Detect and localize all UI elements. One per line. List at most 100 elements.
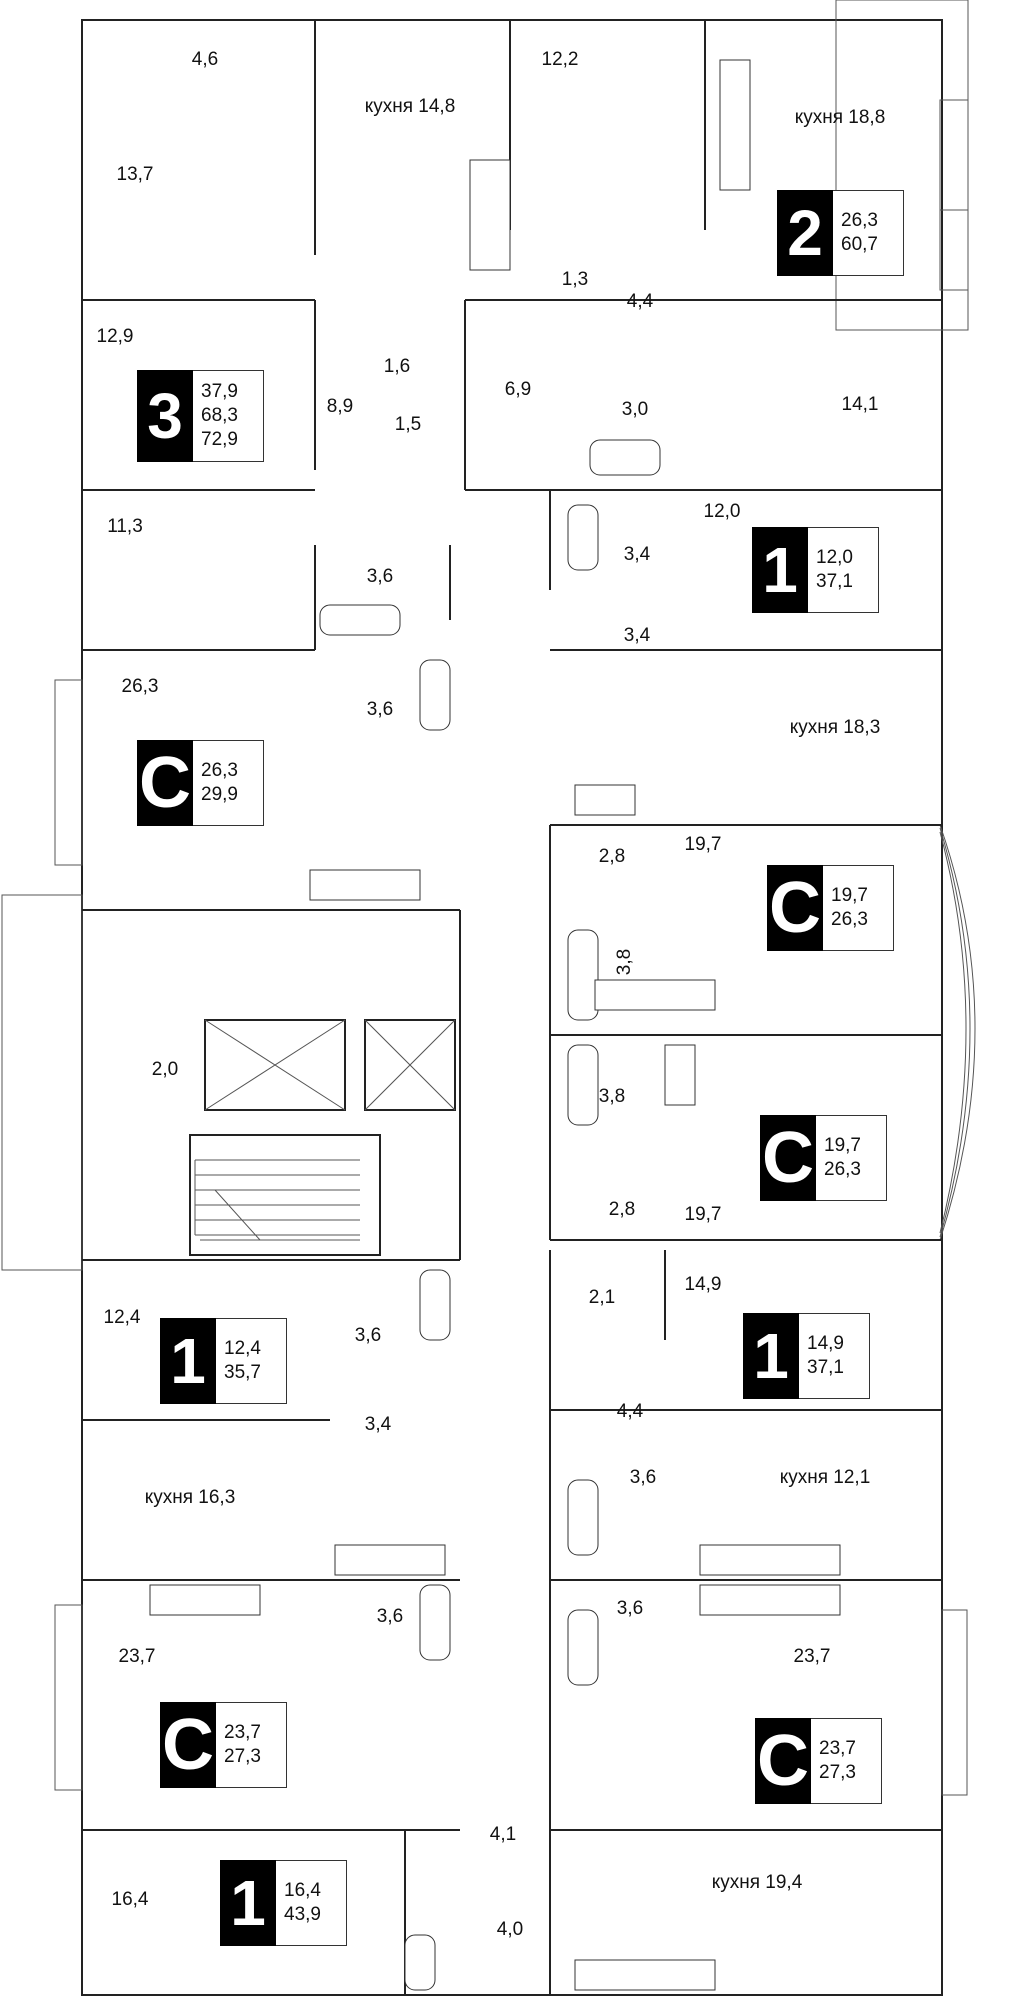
- apartment-badge: 2 26,3 60,7: [777, 190, 904, 276]
- room-area-label: 14,1: [841, 394, 879, 415]
- area-value: 43,9: [284, 1904, 321, 1925]
- room-area-label: 3,8: [598, 1086, 626, 1107]
- area-values: 14,9 37,1: [799, 1313, 870, 1399]
- area-values: 23,7 27,3: [811, 1718, 882, 1804]
- area-values: 26,3 29,9: [193, 740, 264, 826]
- room-area-label: кухня 19,4: [711, 1872, 803, 1893]
- room-area-label: 6,9: [504, 379, 532, 400]
- room-area-label: 3,4: [364, 1414, 392, 1435]
- area-value: 37,1: [816, 571, 853, 592]
- area-value: 12,0: [816, 547, 853, 568]
- interior-walls: [82, 20, 942, 1995]
- room-area-label: 3,6: [366, 566, 394, 587]
- room-area-label: 23,7: [118, 1646, 156, 1667]
- room-area-label: 3,6: [629, 1467, 657, 1488]
- room-count: 1: [743, 1313, 799, 1399]
- area-values: 26,3 60,7: [833, 190, 904, 276]
- area-value: 27,3: [224, 1746, 261, 1767]
- room-area-label: 12,2: [541, 49, 579, 70]
- area-value: 26,3: [841, 210, 878, 231]
- apartment-badge: 1 14,9 37,1: [743, 1313, 870, 1399]
- apartment-badge: С 19,7 26,3: [767, 865, 894, 951]
- room-area-label: 3,4: [623, 625, 651, 646]
- apartment-badge: С 23,7 27,3: [160, 1702, 287, 1788]
- room-area-label: 12,9: [96, 326, 134, 347]
- area-values: 23,7 27,3: [216, 1702, 287, 1788]
- area-value: 68,3: [201, 405, 238, 426]
- elevator-shafts: [204, 1019, 456, 1111]
- area-value: 16,4: [284, 1880, 321, 1901]
- apartment-badge: С 23,7 27,3: [755, 1718, 882, 1804]
- room-area-label: 12,4: [103, 1307, 141, 1328]
- area-value: 23,7: [224, 1722, 261, 1743]
- room-area-label: 4,4: [616, 1401, 644, 1422]
- room-count: 1: [752, 527, 808, 613]
- room-area-label: 3,4: [623, 544, 651, 565]
- room-area-label: 3,6: [376, 1606, 404, 1627]
- room-area-label: 2,8: [598, 846, 626, 867]
- area-value: 27,3: [819, 1762, 856, 1783]
- room-area-label: 19,7: [684, 1204, 722, 1225]
- area-value: 19,7: [824, 1135, 861, 1156]
- area-values: 19,7 26,3: [816, 1115, 887, 1201]
- area-values: 16,4 43,9: [276, 1860, 347, 1946]
- room-area-label: 3,6: [616, 1598, 644, 1619]
- room-area-label: 8,9: [326, 396, 354, 417]
- room-count: С: [755, 1718, 811, 1804]
- apartment-badge: 3 37,9 68,3 72,9: [137, 370, 264, 462]
- area-value: 29,9: [201, 784, 238, 805]
- apartment-badge: С 26,3 29,9: [137, 740, 264, 826]
- room-area-label: кухня 14,8: [364, 96, 456, 117]
- room-area-label: кухня 18,3: [789, 717, 881, 738]
- room-area-label: 26,3: [121, 676, 159, 697]
- room-area-label: 1,5: [394, 414, 422, 435]
- room-area-label: 11,3: [107, 516, 143, 537]
- area-values: 37,9 68,3 72,9: [193, 370, 264, 462]
- area-values: 19,7 26,3: [823, 865, 894, 951]
- apartment-badge: С 19,7 26,3: [760, 1115, 887, 1201]
- area-value: 26,3: [831, 909, 868, 930]
- room-area-label: 2,8: [608, 1199, 636, 1220]
- room-count: С: [760, 1115, 816, 1201]
- room-area-label: 2,0: [151, 1059, 179, 1080]
- room-area-label: 3,6: [366, 699, 394, 720]
- area-value: 60,7: [841, 234, 878, 255]
- staircase: [189, 1134, 381, 1256]
- apartment-badge: 1 12,0 37,1: [752, 527, 879, 613]
- room-area-label: 13,7: [116, 164, 154, 185]
- area-value: 23,7: [819, 1738, 856, 1759]
- apartment-badge: 1 12,4 35,7: [160, 1318, 287, 1404]
- room-count: С: [767, 865, 823, 951]
- area-values: 12,0 37,1: [808, 527, 879, 613]
- room-area-label: 3,0: [621, 399, 649, 420]
- room-count: 1: [160, 1318, 216, 1404]
- area-value: 12,4: [224, 1338, 261, 1359]
- room-area-label: 1,3: [561, 269, 589, 290]
- room-area-label-rotated: 3,8: [614, 948, 635, 976]
- kitchen-fixtures: [149, 59, 841, 1991]
- room-area-label: кухня 18,8: [794, 107, 886, 128]
- area-values: 12,4 35,7: [216, 1318, 287, 1404]
- area-value: 35,7: [224, 1362, 261, 1383]
- room-area-label: 12,0: [703, 501, 741, 522]
- room-count: 2: [777, 190, 833, 276]
- exterior-walls: [1, 0, 976, 1996]
- area-value: 26,3: [824, 1159, 861, 1180]
- room-area-label: 3,6: [354, 1325, 382, 1346]
- room-area-label: 1,6: [383, 356, 411, 377]
- room-count: 1: [220, 1860, 276, 1946]
- room-area-label: 4,6: [191, 49, 219, 70]
- room-count: С: [137, 740, 193, 826]
- room-area-label: 4,4: [626, 291, 654, 312]
- area-value: 26,3: [201, 760, 238, 781]
- area-value: 37,9: [201, 381, 238, 402]
- room-count: С: [160, 1702, 216, 1788]
- room-area-label: 4,0: [496, 1919, 524, 1940]
- room-area-label: 2,1: [588, 1287, 616, 1308]
- room-area-label: 16,4: [111, 1889, 149, 1910]
- room-area-label: 4,1: [489, 1824, 517, 1845]
- room-area-label: кухня 12,1: [779, 1467, 871, 1488]
- apartment-badge: 1 16,4 43,9: [220, 1860, 347, 1946]
- area-value: 37,1: [807, 1357, 844, 1378]
- room-area-label: кухня 16,3: [144, 1487, 236, 1508]
